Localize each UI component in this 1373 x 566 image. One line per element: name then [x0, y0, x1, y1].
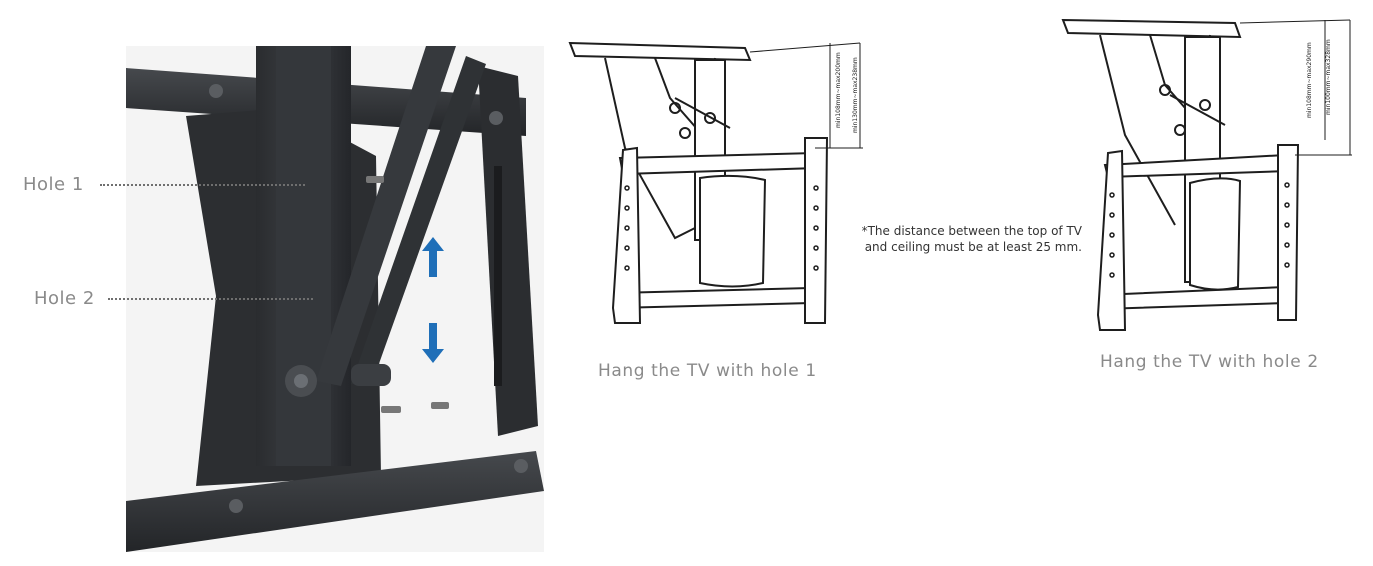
hole-1-label: Hole 1 [23, 174, 84, 195]
caption-hole-2: Hang the TV with hole 2 [1100, 352, 1319, 372]
hole-2-label: Hole 2 [34, 288, 95, 309]
distance-note: *The distance between the top of TV and … [836, 223, 1082, 255]
left-dim-inner: min108mm~max200mm [835, 52, 842, 128]
diagram-hole-2 [1060, 15, 1360, 340]
diagram-hole-1-drawing [568, 41, 863, 324]
distance-note-line-2: and ceiling must be at least 25 mm. [864, 240, 1082, 254]
arrow-up-icon [422, 237, 444, 277]
arrow-down-icon [422, 323, 444, 363]
diagram-hole-1 [565, 38, 875, 328]
hole-1-leader [100, 184, 305, 186]
mount-photo [126, 46, 544, 552]
diagram-hole-2-drawing [1061, 18, 1352, 331]
caption-hole-1: Hang the TV with hole 1 [598, 361, 817, 381]
distance-note-line-1: *The distance between the top of TV [861, 224, 1082, 238]
hole-2-leader [108, 298, 313, 300]
right-dim-inner: min108mm~max290mm [1306, 42, 1313, 118]
right-dim-outer: min100mm~max328mm [1325, 39, 1332, 115]
mount-photo-drawing [126, 46, 544, 552]
left-dim-outer: min130mm~max238mm [852, 57, 859, 133]
